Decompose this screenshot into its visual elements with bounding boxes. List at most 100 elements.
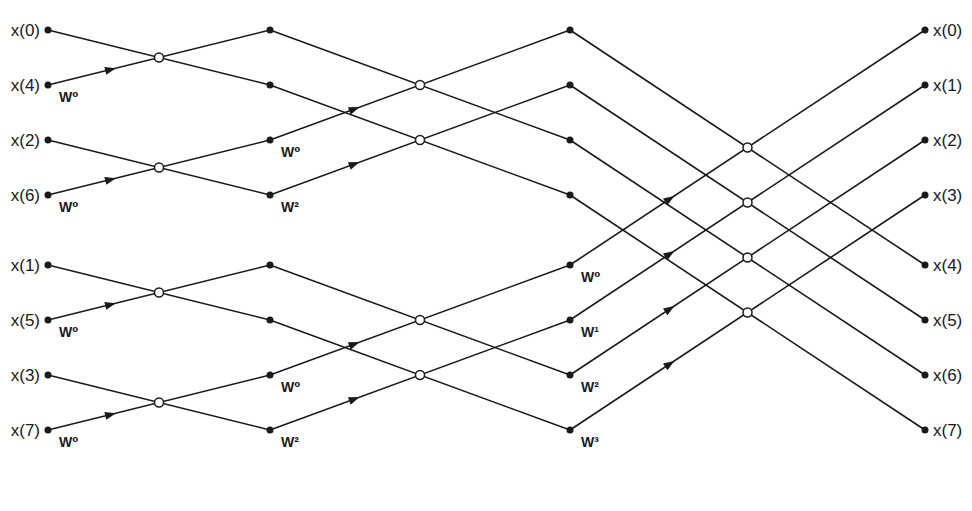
arrowhead xyxy=(663,251,674,260)
arrowhead xyxy=(663,361,674,370)
signal-node xyxy=(45,372,52,379)
signal-line xyxy=(48,375,270,430)
twiddle-factor: W² xyxy=(580,380,600,394)
input-label: x(0) xyxy=(11,22,40,39)
input-label: x(6) xyxy=(11,187,40,204)
signal-node xyxy=(267,427,274,434)
input-label: x(7) xyxy=(11,422,40,439)
signal-node xyxy=(567,27,574,34)
output-label: x(3) xyxy=(933,187,962,204)
output-label: x(2) xyxy=(933,132,962,149)
adder-node xyxy=(743,198,752,207)
twiddle-factor: W¹ xyxy=(580,325,600,339)
signal-line xyxy=(48,265,270,320)
signal-line xyxy=(270,30,570,140)
twiddle-factor: W² xyxy=(280,435,300,449)
signal-node xyxy=(267,192,274,199)
signal-line xyxy=(270,30,570,140)
signal-node xyxy=(45,427,52,434)
signal-node xyxy=(267,372,274,379)
signal-line xyxy=(48,140,270,195)
twiddle-factor: W⁰ xyxy=(58,325,79,339)
arrowhead xyxy=(104,412,116,420)
signal-node xyxy=(567,427,574,434)
signal-node xyxy=(267,262,274,269)
output-label: x(7) xyxy=(933,422,962,439)
signal-line xyxy=(270,320,570,430)
signal-line xyxy=(270,85,570,195)
signal-node xyxy=(922,427,929,434)
arrowhead xyxy=(663,306,674,315)
twiddle-factor: W³ xyxy=(580,435,600,449)
signal-node xyxy=(922,192,929,199)
adder-node xyxy=(155,398,164,407)
adder-node xyxy=(416,136,425,145)
signal-node xyxy=(45,192,52,199)
adder-node xyxy=(155,53,164,62)
signal-line xyxy=(270,320,570,430)
signal-node xyxy=(567,192,574,199)
signal-line xyxy=(570,85,925,320)
signal-line xyxy=(48,375,270,430)
twiddle-factor: W⁰ xyxy=(58,200,79,214)
signal-node xyxy=(45,262,52,269)
adder-node xyxy=(155,163,164,172)
adder-node xyxy=(743,143,752,152)
twiddle-factor: W² xyxy=(280,200,300,214)
signal-node xyxy=(45,27,52,34)
output-label: x(5) xyxy=(933,312,962,329)
signal-node xyxy=(45,317,52,324)
arrowhead xyxy=(348,162,360,170)
arrowhead xyxy=(348,397,360,405)
output-label: x(4) xyxy=(933,257,962,274)
signal-node xyxy=(567,317,574,324)
input-label: x(3) xyxy=(11,367,40,384)
signal-node xyxy=(567,372,574,379)
arrowhead xyxy=(104,302,116,310)
signal-node xyxy=(922,82,929,89)
twiddle-factor: W⁰ xyxy=(58,435,79,449)
adder-node xyxy=(155,288,164,297)
signal-node xyxy=(567,137,574,144)
arrowhead xyxy=(104,67,116,75)
signal-line xyxy=(570,140,925,375)
arrowhead xyxy=(104,177,116,185)
adder-node xyxy=(743,253,752,262)
signal-line xyxy=(270,265,570,375)
input-label: x(1) xyxy=(11,257,40,274)
output-label: x(0) xyxy=(933,22,962,39)
twiddle-factor: W⁰ xyxy=(58,90,79,104)
twiddle-factor: W⁰ xyxy=(580,270,601,284)
signal-node xyxy=(267,82,274,89)
output-label: x(1) xyxy=(933,77,962,94)
signal-node xyxy=(922,262,929,269)
twiddle-factor: W⁰ xyxy=(280,145,301,159)
signal-line xyxy=(270,265,570,375)
input-label: x(5) xyxy=(11,312,40,329)
signal-line xyxy=(48,140,270,195)
signal-node xyxy=(922,137,929,144)
arrowhead xyxy=(663,196,674,205)
signal-line xyxy=(570,195,925,430)
signal-line xyxy=(48,265,270,320)
signal-node xyxy=(922,27,929,34)
signal-line xyxy=(48,30,270,85)
signal-node xyxy=(45,137,52,144)
adder-node xyxy=(416,371,425,380)
adder-node xyxy=(743,308,752,317)
signal-node xyxy=(267,317,274,324)
signal-line xyxy=(48,30,270,85)
signal-line xyxy=(270,85,570,195)
adder-node xyxy=(416,81,425,90)
signal-line xyxy=(570,140,925,375)
signal-line xyxy=(570,85,925,320)
signal-node xyxy=(922,372,929,379)
signal-node xyxy=(922,317,929,324)
input-label: x(2) xyxy=(11,132,40,149)
signal-node xyxy=(267,137,274,144)
signal-node xyxy=(267,27,274,34)
input-label: x(4) xyxy=(11,77,40,94)
twiddle-factor: W⁰ xyxy=(280,380,301,394)
signal-line xyxy=(570,195,925,430)
